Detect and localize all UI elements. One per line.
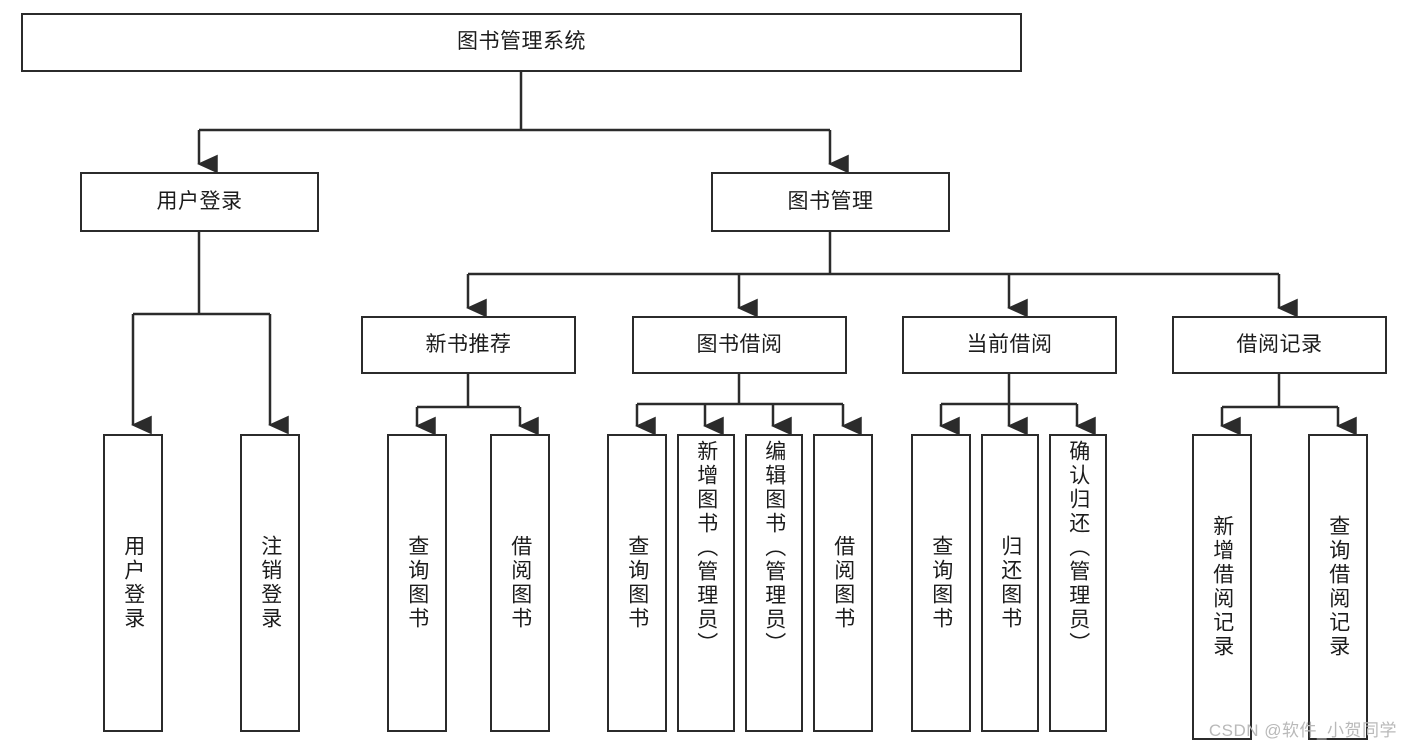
node-leaf-query-book-2[interactable]: 查询图书 (607, 434, 667, 732)
node-leaf-query-record[interactable]: 查询借阅记录 (1308, 434, 1368, 740)
node-current-borrow[interactable]: 当前借阅 (902, 316, 1117, 374)
node-leaf-borrow-book-2[interactable]: 借阅图书 (813, 434, 873, 732)
node-new-book-recommend-label: 新书推荐 (425, 332, 512, 356)
node-leaf-return-book[interactable]: 归还图书 (981, 434, 1039, 732)
node-leaf-user-login-label: 用户登录 (121, 535, 145, 631)
node-leaf-query-book-1[interactable]: 查询图书 (387, 434, 447, 732)
node-user-login[interactable]: 用户登录 (80, 172, 319, 232)
node-leaf-query-book-1-label: 查询图书 (405, 535, 429, 631)
node-leaf-confirm-return-label: 确认归还（管理员） (1066, 440, 1090, 656)
node-leaf-borrow-book-2-label: 借阅图书 (831, 535, 855, 631)
node-leaf-query-record-label: 查询借阅记录 (1326, 515, 1350, 659)
node-new-book-recommend[interactable]: 新书推荐 (361, 316, 576, 374)
node-current-borrow-label: 当前借阅 (966, 332, 1053, 356)
watermark: CSDN @软件_小贺同学 (1208, 721, 1397, 740)
node-user-login-label: 用户登录 (156, 189, 243, 213)
node-leaf-query-book-3[interactable]: 查询图书 (911, 434, 971, 732)
node-leaf-confirm-return[interactable]: 确认归还（管理员） (1049, 434, 1107, 732)
node-book-manage-label: 图书管理 (787, 189, 874, 213)
node-borrow-record-label: 借阅记录 (1236, 332, 1323, 356)
node-leaf-logout[interactable]: 注销登录 (240, 434, 300, 732)
node-leaf-borrow-book-1-label: 借阅图书 (508, 535, 532, 631)
node-book-manage[interactable]: 图书管理 (711, 172, 950, 232)
node-leaf-query-book-2-label: 查询图书 (625, 535, 649, 631)
node-book-borrow-label: 图书借阅 (696, 332, 783, 356)
node-book-borrow[interactable]: 图书借阅 (632, 316, 847, 374)
node-root[interactable]: 图书管理系统 (21, 13, 1022, 72)
node-leaf-logout-label: 注销登录 (258, 535, 282, 631)
node-leaf-user-login[interactable]: 用户登录 (103, 434, 163, 732)
node-leaf-add-book-label: 新增图书（管理员） (694, 440, 718, 656)
node-leaf-edit-book[interactable]: 编辑图书（管理员） (745, 434, 803, 732)
node-leaf-edit-book-label: 编辑图书（管理员） (762, 440, 786, 656)
node-root-label: 图书管理系统 (457, 30, 586, 54)
node-leaf-borrow-book-1[interactable]: 借阅图书 (490, 434, 550, 732)
node-leaf-add-book[interactable]: 新增图书（管理员） (677, 434, 735, 732)
node-leaf-add-record-label: 新增借阅记录 (1210, 515, 1234, 659)
node-leaf-query-book-3-label: 查询图书 (929, 535, 953, 631)
node-leaf-return-book-label: 归还图书 (998, 535, 1022, 631)
node-leaf-add-record[interactable]: 新增借阅记录 (1192, 434, 1252, 740)
node-borrow-record[interactable]: 借阅记录 (1172, 316, 1387, 374)
